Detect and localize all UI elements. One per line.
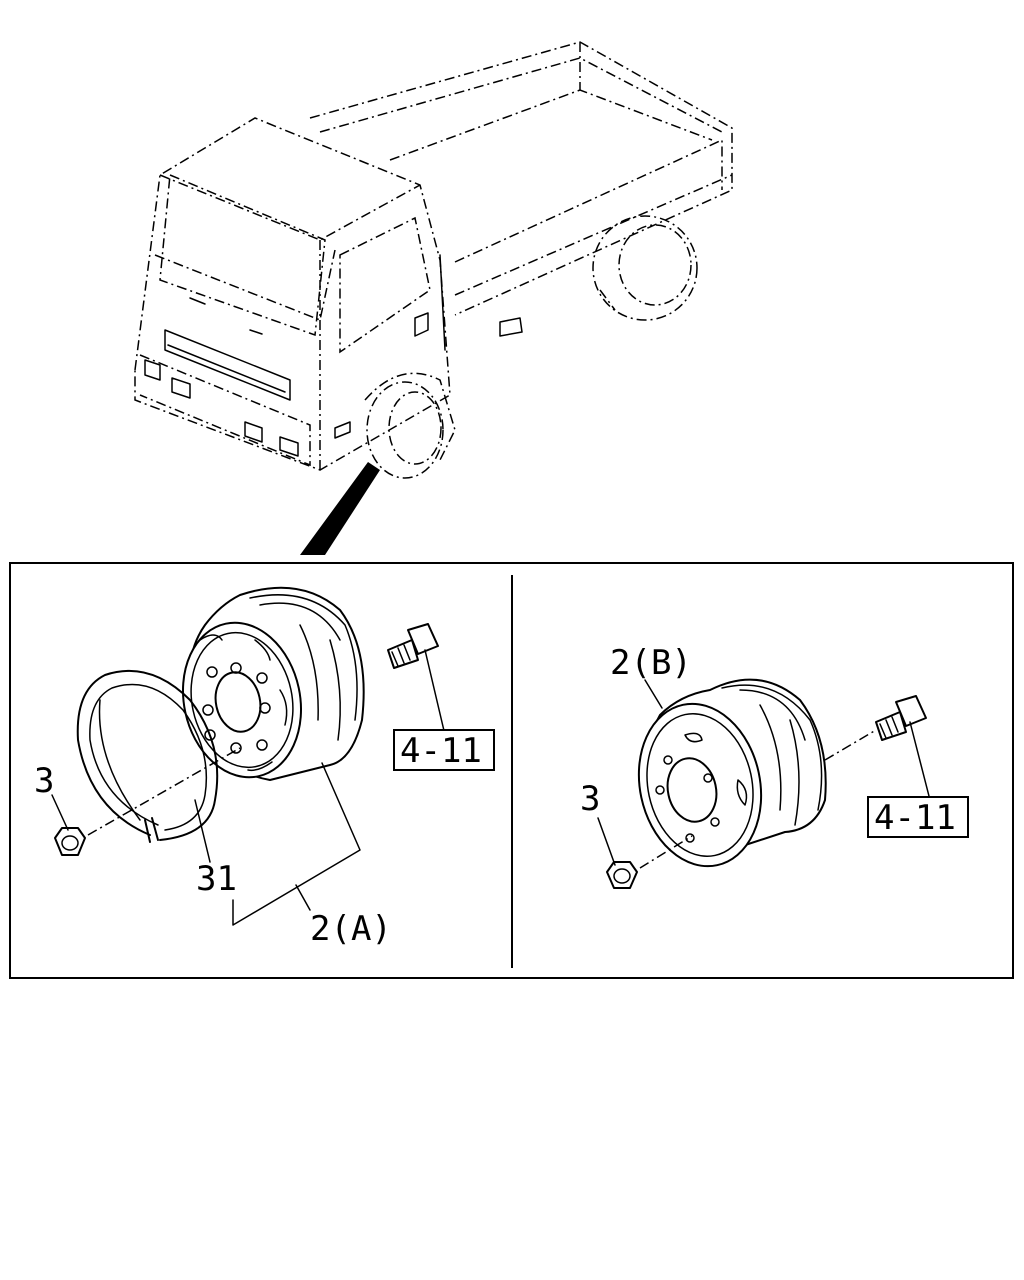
leader-wheel-a (232, 762, 361, 926)
truck-illustration (134, 41, 733, 555)
label-ref-left[interactable]: 4-11 (400, 731, 482, 771)
leader-wheel-b (644, 679, 663, 709)
rear-wheel (592, 215, 698, 321)
detail-frame (9, 562, 1014, 979)
ref-box-right (867, 796, 969, 838)
detail-pointer (300, 462, 380, 555)
label-ring: 31 (196, 859, 237, 899)
label-nut-left: 3 (34, 761, 54, 801)
lock-ring-31 (76, 669, 219, 843)
label-nut-right: 3 (580, 779, 600, 819)
left-panel: 3 31 2(A) 4-11 (34, 586, 495, 949)
leader-wheel-a-tail (295, 884, 311, 911)
leader-ring (194, 799, 211, 863)
truck-cab (134, 117, 451, 471)
front-wheel (364, 372, 456, 479)
wheel-nut-left (54, 827, 86, 856)
cargo-bed (309, 41, 733, 351)
leader-ref-right (909, 721, 931, 801)
leader-nut-right (597, 817, 616, 866)
label-wheel-a: 2(A) (310, 909, 392, 949)
right-panel: 2(B) 3 4-11 (580, 643, 969, 889)
wheel-nut-right (606, 861, 638, 889)
hub-bolt-right (875, 695, 927, 741)
wheel-a (181, 586, 365, 781)
leader-nut-left (51, 794, 69, 831)
axis-line-right-rear (824, 729, 877, 761)
label-ref-right[interactable]: 4-11 (874, 798, 956, 838)
label-wheel-b: 2(B) (610, 643, 692, 683)
ref-box-left (393, 729, 495, 771)
hub-bolt-left (387, 623, 439, 669)
wheel-b (637, 678, 827, 868)
axis-line-left (87, 747, 241, 836)
leader-ref-left (424, 649, 446, 736)
